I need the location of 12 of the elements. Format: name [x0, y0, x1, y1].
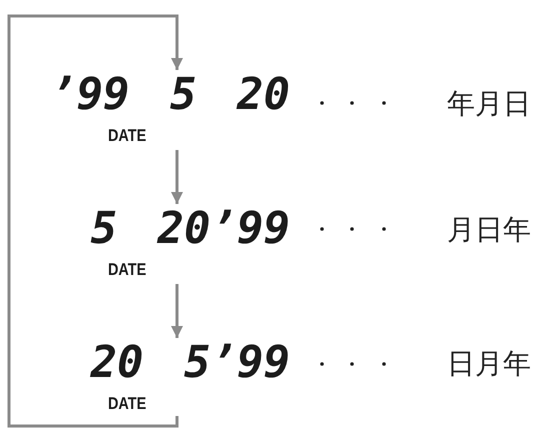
format-label: 年月日 [447, 88, 531, 120]
lcd-date-display: 20 5’99 [90, 338, 290, 388]
indicator-label: DATE [108, 394, 146, 414]
format-label: 日月年 [447, 348, 531, 380]
indicator-label: DATE [108, 260, 146, 280]
arrow [8, 14, 183, 428]
arrow [171, 150, 183, 204]
lcd-date-display: 5 20’99 [90, 204, 290, 254]
arrow [171, 284, 183, 338]
indicator-label: DATE [108, 126, 146, 146]
lcd-date-display: ’99 5 20 [50, 70, 290, 120]
format-label: 月日年 [447, 214, 531, 246]
